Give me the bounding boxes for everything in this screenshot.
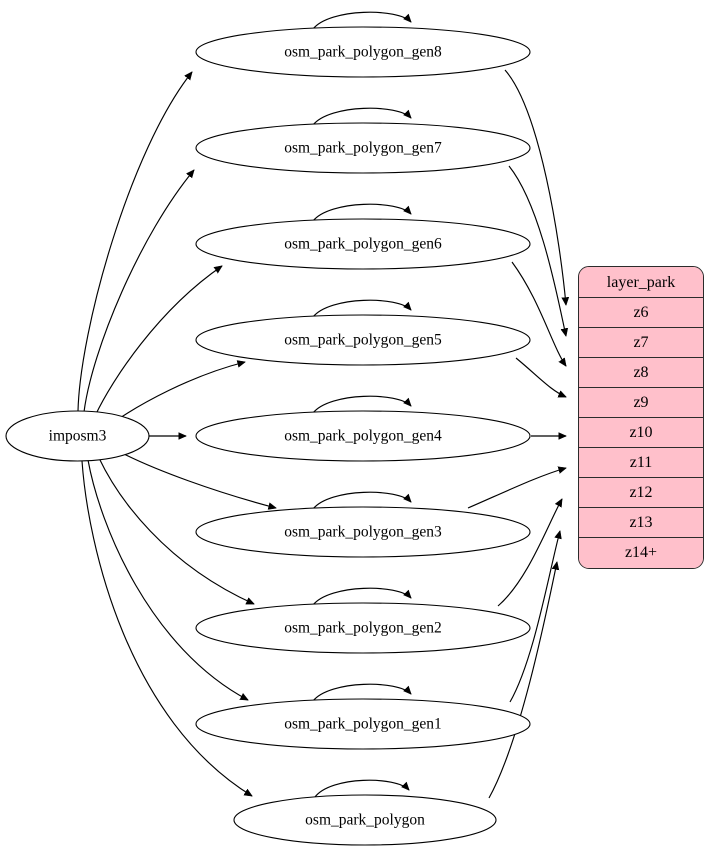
layer-park-row-z8[interactable]: z8 [579,358,703,388]
node-gen6-label: osm_park_polygon_gen6 [284,236,442,253]
edges-from-imposm3 [77,72,276,796]
self-loop-poly [314,779,409,798]
edge-imposm3-to-gen6 [94,266,222,417]
layer-park-row-z10[interactable]: z10 [579,418,703,448]
node-gen1-shape[interactable] [195,698,531,750]
node-osm-park-polygon-gen4[interactable]: osm_park_polygon_gen4 [195,410,531,462]
node-osm-park-polygon-gen7[interactable]: osm_park_polygon_gen7 [195,122,531,174]
self-loop-gen1 [312,683,411,702]
edge-gen8-to-z6 [504,69,566,305]
self-loop-gen4 [312,395,411,414]
edge-imposm3-to-gen8 [77,72,192,412]
edge-imposm3-to-gen5 [113,362,245,423]
node-osm-park-polygon-gen2[interactable]: osm_park_polygon_gen2 [195,602,531,654]
edge-imposm3-to-gen7 [83,170,194,413]
node-osm-park-polygon-gen5[interactable]: osm_park_polygon_gen5 [195,314,531,366]
layer-park-row-z9[interactable]: z9 [579,388,703,418]
node-osm-park-polygon-gen1[interactable]: osm_park_polygon_gen1 [195,698,531,750]
self-loop-gen3 [312,491,411,510]
node-gen3-shape[interactable] [195,506,531,558]
layer-park-table-header: layer_park [579,267,703,298]
layer-park-row-z14plus[interactable]: z14+ [579,538,703,568]
edge-imposm3-to-gen1 [87,459,248,701]
node-gen7-label: osm_park_polygon_gen7 [284,140,442,157]
layer-park-row-z7[interactable]: z7 [579,328,703,358]
layer-park-row-z12[interactable]: z12 [579,478,703,508]
self-loop-gen8 [312,11,411,30]
edge-imposm3-to-gen2 [98,457,254,605]
self-loop-edges [312,11,411,798]
node-osm-park-polygon-gen6[interactable]: osm_park_polygon_gen6 [195,218,531,270]
edge-gen6-to-z8 [511,261,566,366]
self-loop-gen2 [312,587,411,606]
edge-imposm3-to-gen3 [119,451,276,508]
edge-gen5-to-z9 [515,357,566,398]
node-gen8-shape[interactable] [195,26,531,78]
node-gen4-label: osm_park_polygon_gen4 [284,428,442,445]
node-gen5-shape[interactable] [195,314,531,366]
edges-to-layer-table [467,69,566,799]
self-loop-gen7 [312,107,411,126]
edge-gen7-to-z7 [508,165,566,336]
layer-park-row-z13[interactable]: z13 [579,508,703,538]
edge-poly-to-z14 [488,562,557,799]
edge-gen3-to-z11 [467,468,566,509]
edge-gen1-to-z13 [509,531,560,703]
node-gen2-shape[interactable] [195,602,531,654]
layer-park-row-z6[interactable]: z6 [579,298,703,328]
node-imposm3-shape[interactable] [5,410,150,462]
node-gen8-label: osm_park_polygon_gen8 [284,44,442,61]
edge-imposm3-to-poly [81,460,252,796]
self-loop-gen5 [312,299,411,318]
node-osm-park-polygon-gen8[interactable]: osm_park_polygon_gen8 [195,26,531,78]
self-loop-gen6 [312,203,411,222]
node-osm-park-polygon[interactable]: osm_park_polygon [233,794,497,846]
layer-park-row-z11[interactable]: z11 [579,448,703,478]
node-imposm3-label: imposm3 [49,428,107,445]
node-gen2-label: osm_park_polygon_gen2 [284,620,442,637]
node-gen4-shape[interactable] [195,410,531,462]
node-poly-label: osm_park_polygon [305,812,425,829]
layer-park-table[interactable]: layer_park z6 z7 z8 z9 z10 z11 z12 z13 z… [578,266,704,569]
node-poly-shape[interactable] [233,794,497,846]
node-gen1-label: osm_park_polygon_gen1 [284,716,442,733]
node-gen5-label: osm_park_polygon_gen5 [284,332,442,349]
node-imposm3[interactable]: imposm3 [5,410,150,462]
node-gen3-label: osm_park_polygon_gen3 [284,524,442,541]
node-gen6-shape[interactable] [195,218,531,270]
node-osm-park-polygon-gen3[interactable]: osm_park_polygon_gen3 [195,506,531,558]
node-gen7-shape[interactable] [195,122,531,174]
edge-gen2-to-z12 [497,499,563,607]
